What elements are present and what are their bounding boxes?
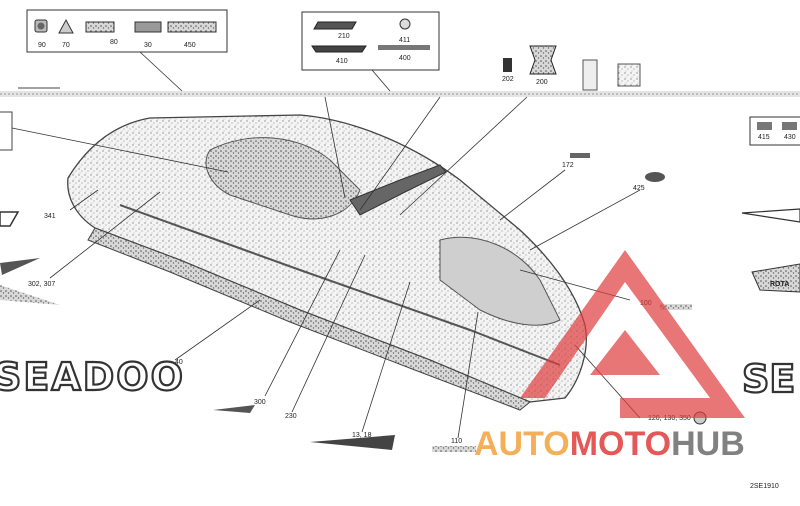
decal-110 xyxy=(432,446,476,452)
decal-300 xyxy=(213,405,255,413)
decal-100 xyxy=(660,304,692,310)
decal-oval-425 xyxy=(645,172,665,182)
round-decal-411 xyxy=(399,18,411,30)
decal-202 xyxy=(503,58,512,72)
callout-70: 70 xyxy=(62,42,70,49)
callout-200: 200 xyxy=(536,79,548,86)
callout-13-18: 13, 18 xyxy=(352,432,372,439)
decal-200 xyxy=(529,45,557,75)
callout-415: 415 xyxy=(758,134,770,141)
figure-code: 2SE1910 xyxy=(750,483,779,490)
callout-410: 410 xyxy=(336,58,348,65)
watermark-auto: AUTOMOTOHUB xyxy=(474,425,745,463)
callout-302-307: 302, 307 xyxy=(28,281,55,288)
callout-30: 30 xyxy=(144,42,152,49)
automotohub-watermark: AUTOMOTOHUB xyxy=(474,250,745,463)
decal-30 xyxy=(134,21,162,33)
callout-40: 40 xyxy=(175,359,183,366)
warning-decal-90 xyxy=(34,19,48,33)
decal-210 xyxy=(313,21,357,30)
decal-80 xyxy=(85,21,115,33)
label-tags-top-right xyxy=(582,59,641,91)
seadoo-text-right: SE xyxy=(742,357,795,401)
callout-202: 202 xyxy=(502,76,514,83)
callout-90: 90 xyxy=(38,42,46,49)
decal-stripe-right: ROTA xyxy=(741,208,800,293)
callout-230: 230 xyxy=(285,413,297,420)
callout-80: 80 xyxy=(110,39,118,46)
callout-110: 110 xyxy=(451,438,462,445)
callout-425: 425 xyxy=(633,185,645,192)
decal-x-left xyxy=(0,211,20,227)
leader-lines xyxy=(11,96,641,439)
decal-small-near-172 xyxy=(570,153,590,158)
seadoo-logo-right: SE xyxy=(741,356,797,402)
rotax-text: ROTA xyxy=(770,281,789,288)
decal-stripe-bottom xyxy=(310,435,395,450)
seadoo-text-left: SEADOO xyxy=(0,355,185,399)
decal-group-box-right: 415 430 xyxy=(749,116,800,146)
watercraft-hull xyxy=(67,114,587,411)
callout-411: 411 xyxy=(399,37,410,44)
callout-120-130-350: 120, 130, 350 xyxy=(648,415,691,422)
decal-stripe-left xyxy=(0,258,60,305)
callout-450: 450 xyxy=(184,42,196,49)
warning-triangle-decal-70 xyxy=(58,18,74,34)
decal-400 xyxy=(378,45,430,50)
decal-group-box-2: 210 411 410 400 xyxy=(301,11,440,71)
decal-450 xyxy=(167,21,217,33)
callout-400: 400 xyxy=(399,55,411,62)
callout-172: 172 xyxy=(562,162,574,169)
decal-group-box-1: 90 70 80 30 450 xyxy=(26,9,228,53)
callout-300: 300 xyxy=(254,399,266,406)
callout-341: 341 xyxy=(44,213,56,220)
left-bracket xyxy=(0,87,60,151)
decal-410 xyxy=(311,45,367,53)
callout-430: 430 xyxy=(784,134,796,141)
callout-210: 210 xyxy=(338,33,350,40)
seadoo-logo-left: SEADOO xyxy=(0,354,185,400)
